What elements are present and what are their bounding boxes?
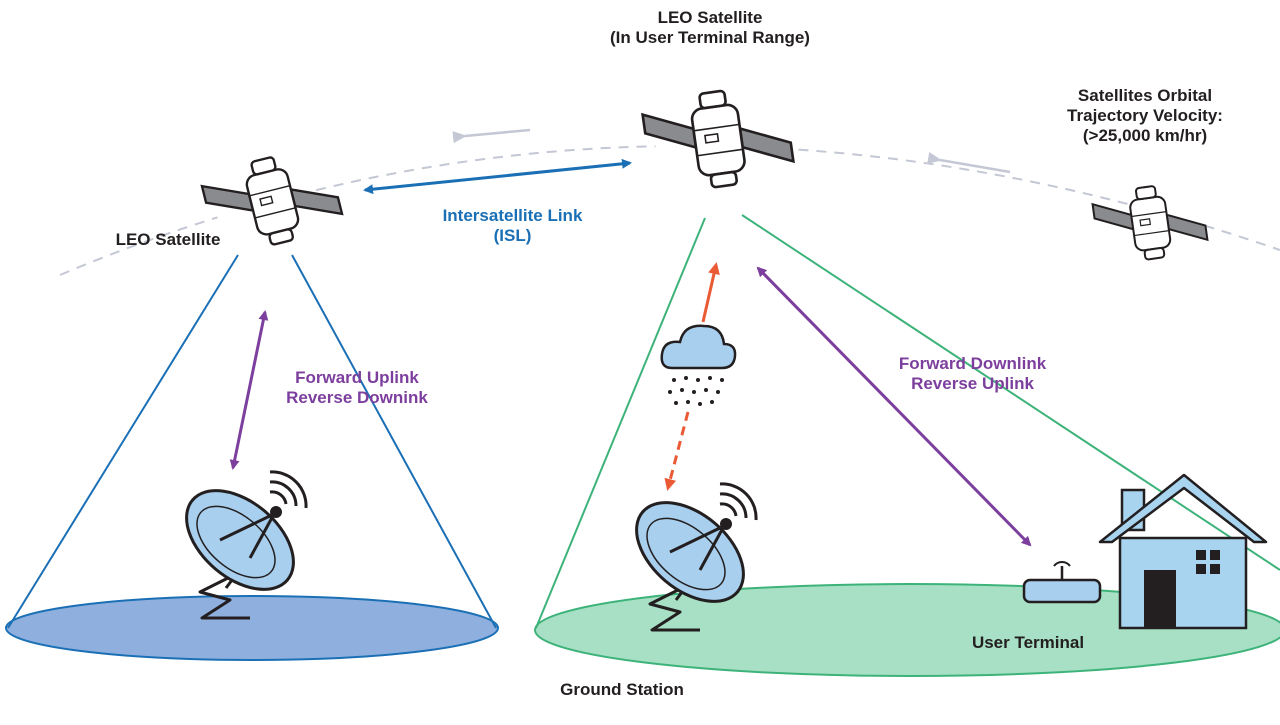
orbital-velocity-line-2: Trajectory Velocity: (1067, 106, 1223, 125)
orbital-velocity-label: Satellites Orbital Trajectory Velocity: … (1040, 86, 1250, 146)
right-link-line-1: Forward Downlink (898, 354, 1047, 373)
left-link-label: Forward Uplink Reverse Downink (262, 368, 452, 408)
right-link-label: Forward Downlink Reverse Uplink (870, 354, 1075, 394)
left-beam-edge-2 (291, 254, 497, 629)
center-satellite-title: LEO Satellite (657, 8, 763, 27)
orbit-arrow-right (927, 152, 1011, 174)
orbital-velocity-line-1: Satellites Orbital (1077, 86, 1213, 105)
router-icon (1022, 561, 1102, 604)
isl-title: Intersatellite Link (442, 206, 583, 225)
user-terminal-label: User Terminal (971, 633, 1085, 652)
cloud-rain-icon (660, 324, 737, 406)
right-coverage-footprint (534, 583, 1280, 677)
left-coverage-footprint (5, 595, 499, 661)
isl-arrow (363, 158, 632, 195)
ground-station-label: Ground Station (560, 680, 684, 699)
isl-abbrev: (ISL) (493, 226, 532, 245)
satellite-icon (1090, 178, 1210, 268)
right-link-line-2: Reverse Uplink (911, 374, 1034, 393)
left-link-line-1: Forward Uplink (295, 368, 419, 387)
satellite-icon (639, 81, 797, 198)
center-satellite-label: LEO Satellite (In User Terminal Range) (585, 8, 835, 48)
orbit-arrow-left (452, 128, 531, 144)
center-satellite-subtitle: (In User Terminal Range) (610, 28, 810, 47)
right-beam-edge-1 (535, 217, 706, 629)
house-icon (1098, 473, 1268, 630)
weather-link-solid (701, 262, 720, 323)
left-link-line-2: Reverse Downink (286, 388, 428, 407)
weather-link-dashed (664, 411, 690, 491)
right-link-arrow (756, 266, 1032, 547)
orbital-velocity-line-3: (>25,000 km/hr) (1082, 126, 1208, 145)
left-beam-edge-1 (7, 254, 239, 629)
left-satellite-label: LEO Satellite (115, 230, 221, 249)
left-link-arrow (229, 310, 269, 470)
isl-label: Intersatellite Link (ISL) (400, 206, 625, 246)
